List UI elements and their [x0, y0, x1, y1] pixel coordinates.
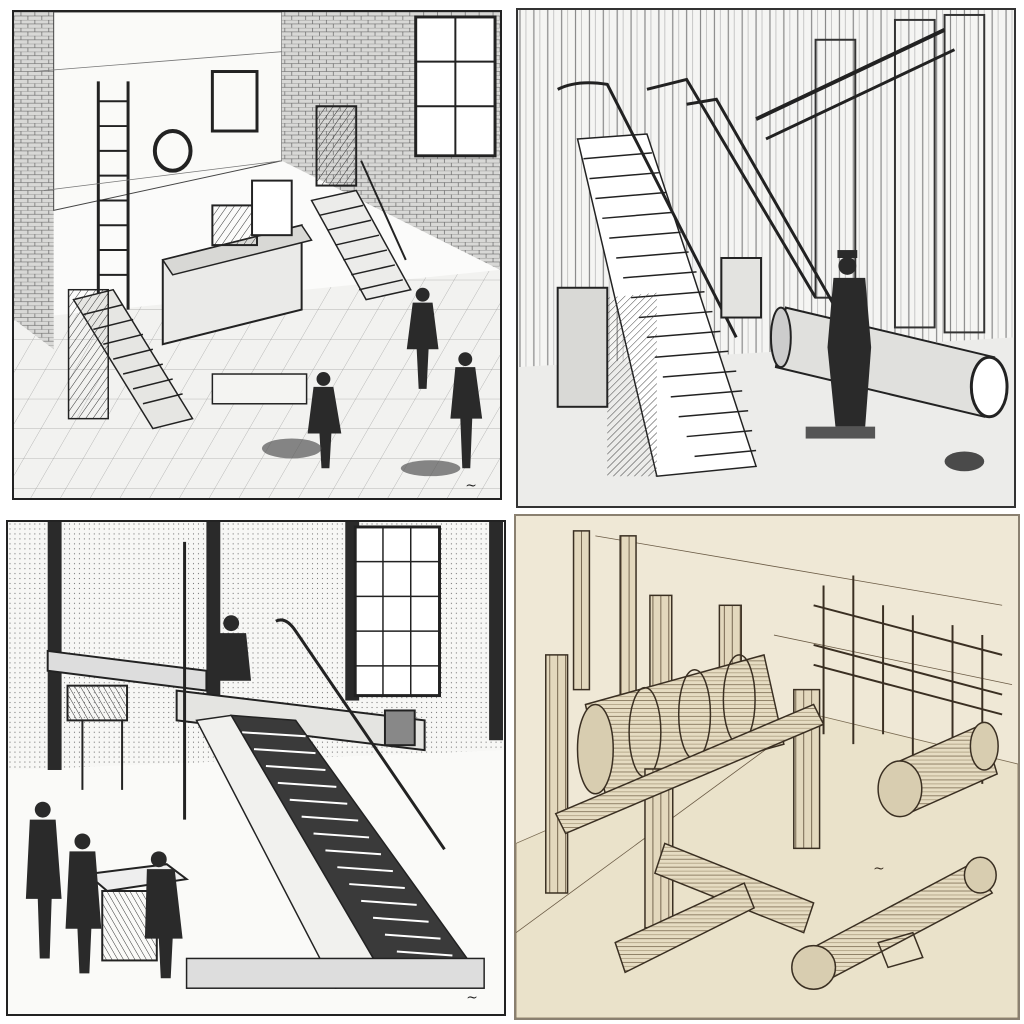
upper-landing [175, 689, 426, 752]
artist-signature: ~ [873, 861, 885, 877]
landing-post [720, 257, 763, 319]
panel-timber-machinery: ~ [514, 514, 1020, 1020]
worker-left-1 [25, 801, 62, 959]
panel-factory-stairs: ~ [6, 520, 506, 1016]
figure-man-1 [406, 287, 439, 389]
stair-railing [275, 618, 446, 851]
small-crate [877, 931, 924, 969]
low-bench [211, 373, 308, 405]
floor-cylinder-bottom [791, 856, 997, 990]
ladder [96, 81, 130, 310]
machinery-illustration: ~ [516, 516, 1018, 1018]
stair-railings [557, 28, 956, 339]
panel-workshop: ~ [12, 10, 502, 500]
worker-left-2 [65, 833, 102, 974]
machine-box [383, 709, 416, 747]
figure-man-with-cap [805, 250, 876, 439]
right-staircase [310, 160, 412, 301]
factory-illustration: ~ [8, 522, 504, 1014]
worker-at-desk [144, 851, 183, 979]
panel-grand-staircase [516, 8, 1016, 508]
artist-signature: ~ [466, 990, 478, 1006]
drum-rollers [576, 653, 785, 795]
window [414, 15, 497, 158]
newel-post [556, 286, 609, 408]
figure-man-2 [450, 352, 483, 469]
ring-fixture [152, 129, 193, 173]
central-staircase [185, 714, 485, 990]
workshop-illustration: ~ [14, 12, 500, 498]
main-staircase [576, 133, 758, 478]
tall-window [353, 525, 441, 698]
left-brick-wall [14, 12, 54, 350]
staircase-illustration [518, 10, 1014, 506]
left-staircase [67, 288, 194, 430]
figure-man-3 [307, 372, 342, 469]
worker-on-landing [214, 615, 252, 681]
wall-cabinet [210, 70, 259, 133]
raised-platform [161, 179, 313, 346]
frame-timbers [554, 688, 825, 974]
workbench [46, 649, 208, 790]
right-scaffold [813, 575, 1003, 784]
doorway [315, 105, 358, 187]
artist-signature: ~ [465, 478, 477, 494]
floor-cylinder-right [877, 721, 999, 818]
